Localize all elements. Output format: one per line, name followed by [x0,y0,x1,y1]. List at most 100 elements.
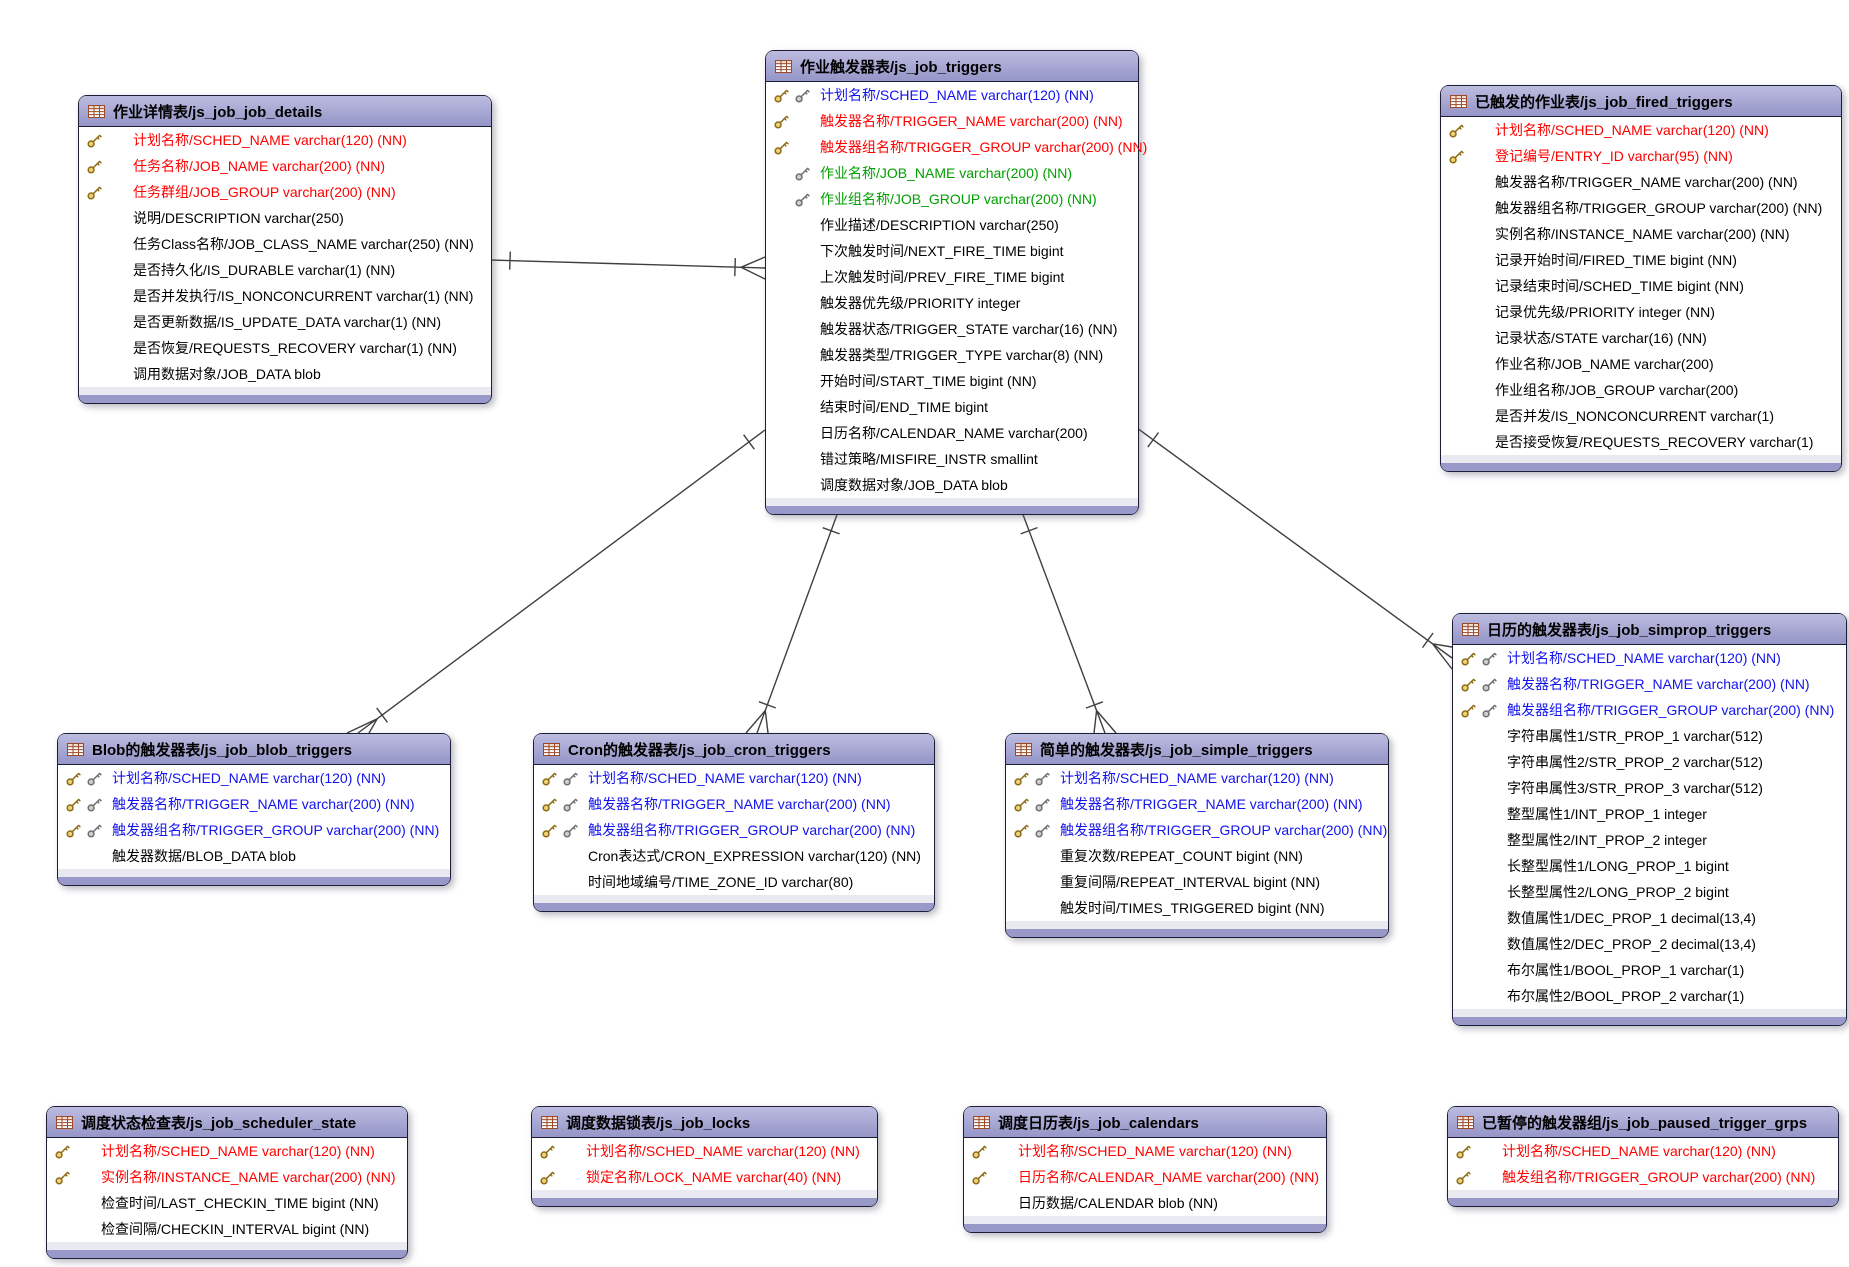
field-row-simple_triggers-1[interactable]: 触发器名称/TRIGGER_NAME varchar(200) (NN) [1006,791,1388,817]
field-row-fired_triggers-5[interactable]: 记录开始时间/FIRED_TIME bigint (NN) [1441,247,1841,273]
field-row-fired_triggers-3[interactable]: 触发器组名称/TRIGGER_GROUP varchar(200) (NN) [1441,195,1841,221]
table-header-scheduler_state[interactable]: 调度状态检查表/js_job_scheduler_state [47,1107,407,1138]
field-row-simple_triggers-0[interactable]: 计划名称/SCHED_NAME varchar(120) (NN) [1006,765,1388,791]
field-row-blob_triggers-0[interactable]: 计划名称/SCHED_NAME varchar(120) (NN) [58,765,450,791]
field-row-simprop_triggers-4[interactable]: 字符串属性2/STR_PROP_2 varchar(512) [1453,749,1846,775]
field-row-fired_triggers-1[interactable]: 登记编号/ENTRY_ID varchar(95) (NN) [1441,143,1841,169]
field-row-cron_triggers-2[interactable]: 触发器组名称/TRIGGER_GROUP varchar(200) (NN) [534,817,934,843]
table-header-triggers[interactable]: 作业触发器表/js_job_triggers [766,51,1138,82]
table-header-fired_triggers[interactable]: 已触发的作业表/js_job_fired_triggers [1441,86,1841,117]
field-row-triggers-8[interactable]: 触发器优先级/PRIORITY integer [766,290,1138,316]
field-row-triggers-0[interactable]: 计划名称/SCHED_NAME varchar(120) (NN) [766,82,1138,108]
field-row-scheduler_state-0[interactable]: 计划名称/SCHED_NAME varchar(120) (NN) [47,1138,407,1164]
table-header-simple_triggers[interactable]: 简单的触发器表/js_job_simple_triggers [1006,734,1388,765]
field-row-simple_triggers-2[interactable]: 触发器组名称/TRIGGER_GROUP varchar(200) (NN) [1006,817,1388,843]
field-row-blob_triggers-2[interactable]: 触发器组名称/TRIGGER_GROUP varchar(200) (NN) [58,817,450,843]
field-row-simprop_triggers-13[interactable]: 布尔属性2/BOOL_PROP_2 varchar(1) [1453,983,1846,1009]
field-row-simprop_triggers-9[interactable]: 长整型属性2/LONG_PROP_2 bigint [1453,879,1846,905]
field-row-fired_triggers-10[interactable]: 作业组名称/JOB_GROUP varchar(200) [1441,377,1841,403]
relationship-job_details-triggers[interactable] [489,251,766,280]
field-row-job_details-8[interactable]: 是否恢复/REQUESTS_RECOVERY varchar(1) (NN) [79,335,491,361]
field-row-triggers-7[interactable]: 上次触发时间/PREV_FIRE_TIME bigint [766,264,1138,290]
field-row-simprop_triggers-2[interactable]: 触发器组名称/TRIGGER_GROUP varchar(200) (NN) [1453,697,1846,723]
field-row-fired_triggers-6[interactable]: 记录结束时间/SCHED_TIME bigint (NN) [1441,273,1841,299]
field-row-triggers-14[interactable]: 错过策略/MISFIRE_INSTR smallint [766,446,1138,472]
field-row-simprop_triggers-12[interactable]: 布尔属性1/BOOL_PROP_1 varchar(1) [1453,957,1846,983]
field-row-job_details-3[interactable]: 说明/DESCRIPTION varchar(250) [79,205,491,231]
field-row-fired_triggers-0[interactable]: 计划名称/SCHED_NAME varchar(120) (NN) [1441,117,1841,143]
field-row-job_details-7[interactable]: 是否更新数据/IS_UPDATE_DATA varchar(1) (NN) [79,309,491,335]
field-row-simprop_triggers-10[interactable]: 数值属性1/DEC_PROP_1 decimal(13,4) [1453,905,1846,931]
table-header-paused_trigger_grps[interactable]: 已暂停的触发器组/js_job_paused_trigger_grps [1448,1107,1838,1138]
field-row-job_details-2[interactable]: 任务群组/JOB_GROUP varchar(200) (NN) [79,179,491,205]
field-row-paused_trigger_grps-0[interactable]: 计划名称/SCHED_NAME varchar(120) (NN) [1448,1138,1838,1164]
field-row-simprop_triggers-6[interactable]: 整型属性1/INT_PROP_1 integer [1453,801,1846,827]
table-header-calendars[interactable]: 调度日历表/js_job_calendars [964,1107,1326,1138]
field-row-triggers-10[interactable]: 触发器类型/TRIGGER_TYPE varchar(8) (NN) [766,342,1138,368]
field-row-blob_triggers-1[interactable]: 触发器名称/TRIGGER_NAME varchar(200) (NN) [58,791,450,817]
field-row-locks-1[interactable]: 锁定名称/LOCK_NAME varchar(40) (NN) [532,1164,877,1190]
field-row-calendars-0[interactable]: 计划名称/SCHED_NAME varchar(120) (NN) [964,1138,1326,1164]
field-row-fired_triggers-7[interactable]: 记录优先级/PRIORITY integer (NN) [1441,299,1841,325]
relationship-triggers-simprop_triggers[interactable] [1136,427,1453,670]
field-row-simple_triggers-3[interactable]: 重复次数/REPEAT_COUNT bigint (NN) [1006,843,1388,869]
field-row-triggers-15[interactable]: 调度数据对象/JOB_DATA blob [766,472,1138,498]
table-header-locks[interactable]: 调度数据锁表/js_job_locks [532,1107,877,1138]
field-row-simprop_triggers-3[interactable]: 字符串属性1/STR_PROP_1 varchar(512) [1453,723,1846,749]
table-header-simprop_triggers[interactable]: 日历的触发器表/js_job_simprop_triggers [1453,614,1846,645]
field-row-triggers-3[interactable]: 作业名称/JOB_NAME varchar(200) (NN) [766,160,1138,186]
table-header-cron_triggers[interactable]: Cron的触发器表/js_job_cron_triggers [534,734,934,765]
field-row-scheduler_state-2[interactable]: 检查时间/LAST_CHECKIN_TIME bigint (NN) [47,1190,407,1216]
field-row-simprop_triggers-1[interactable]: 触发器名称/TRIGGER_NAME varchar(200) (NN) [1453,671,1846,697]
table-header-job_details[interactable]: 作业详情表/js_job_job_details [79,96,491,127]
field-row-fired_triggers-4[interactable]: 实例名称/INSTANCE_NAME varchar(200) (NN) [1441,221,1841,247]
field-row-job_details-6[interactable]: 是否并发执行/IS_NONCONCURRENT varchar(1) (NN) [79,283,491,309]
field-row-scheduler_state-1[interactable]: 实例名称/INSTANCE_NAME varchar(200) (NN) [47,1164,407,1190]
field-row-blob_triggers-3[interactable]: 触发器数据/BLOB_DATA blob [58,843,450,869]
field-row-job_details-1[interactable]: 任务名称/JOB_NAME varchar(200) (NN) [79,153,491,179]
field-row-cron_triggers-1[interactable]: 触发器名称/TRIGGER_NAME varchar(200) (NN) [534,791,934,817]
field-row-triggers-9[interactable]: 触发器状态/TRIGGER_STATE varchar(16) (NN) [766,316,1138,342]
field-row-triggers-4[interactable]: 作业组名称/JOB_GROUP varchar(200) (NN) [766,186,1138,212]
table-header-blob_triggers[interactable]: Blob的触发器表/js_job_blob_triggers [58,734,450,765]
field-row-simple_triggers-5[interactable]: 触发时间/TIMES_TRIGGERED bigint (NN) [1006,895,1388,921]
field-row-triggers-5[interactable]: 作业描述/DESCRIPTION varchar(250) [766,212,1138,238]
field-row-triggers-6[interactable]: 下次触发时间/NEXT_FIRE_TIME bigint [766,238,1138,264]
field-row-triggers-13[interactable]: 日历名称/CALENDAR_NAME varchar(200) [766,420,1138,446]
field-row-fired_triggers-9[interactable]: 作业名称/JOB_NAME varchar(200) [1441,351,1841,377]
field-row-paused_trigger_grps-1[interactable]: 触发组名称/TRIGGER_GROUP varchar(200) (NN) [1448,1164,1838,1190]
field-row-fired_triggers-8[interactable]: 记录状态/STATE varchar(16) (NN) [1441,325,1841,351]
field-row-simprop_triggers-8[interactable]: 长整型属性1/LONG_PROP_1 bigint [1453,853,1846,879]
relationship-triggers-simple_triggers[interactable] [1020,511,1117,734]
field-row-triggers-1[interactable]: 触发器名称/TRIGGER_NAME varchar(200) (NN) [766,108,1138,134]
field-row-scheduler_state-3[interactable]: 检查间隔/CHECKIN_INTERVAL bigint (NN) [47,1216,407,1242]
field-row-fired_triggers-12[interactable]: 是否接受恢复/REQUESTS_RECOVERY varchar(1) [1441,429,1841,455]
field-row-job_details-5[interactable]: 是否持久化/IS_DURABLE varchar(1) (NN) [79,257,491,283]
field-row-simple_triggers-4[interactable]: 重复间隔/REPEAT_INTERVAL bigint (NN) [1006,869,1388,895]
relationship-triggers-blob_triggers[interactable] [346,429,766,734]
field-row-cron_triggers-3[interactable]: Cron表达式/CRON_EXPRESSION varchar(120) (NN… [534,843,934,869]
field-row-job_details-9[interactable]: 调用数据对象/JOB_DATA blob [79,361,491,387]
field-row-simprop_triggers-11[interactable]: 数值属性2/DEC_PROP_2 decimal(13,4) [1453,931,1846,957]
field-row-calendars-2[interactable]: 日历数据/CALENDAR blob (NN) [964,1190,1326,1216]
field-row-simprop_triggers-0[interactable]: 计划名称/SCHED_NAME varchar(120) (NN) [1453,645,1846,671]
field-row-fired_triggers-2[interactable]: 触发器名称/TRIGGER_NAME varchar(200) (NN) [1441,169,1841,195]
field-row-fired_triggers-11[interactable]: 是否并发/IS_NONCONCURRENT varchar(1) [1441,403,1841,429]
field-row-cron_triggers-0[interactable]: 计划名称/SCHED_NAME varchar(120) (NN) [534,765,934,791]
field-row-triggers-2[interactable]: 触发器组名称/TRIGGER_GROUP varchar(200) (NN) [766,134,1147,160]
field-row-job_details-4[interactable]: 任务Class名称/JOB_CLASS_NAME varchar(250) (N… [79,231,491,257]
field-row-job_details-0[interactable]: 计划名称/SCHED_NAME varchar(120) (NN) [79,127,491,153]
relationship-triggers-cron_triggers[interactable] [745,511,840,734]
field-row-triggers-12[interactable]: 结束时间/END_TIME bigint [766,394,1138,420]
